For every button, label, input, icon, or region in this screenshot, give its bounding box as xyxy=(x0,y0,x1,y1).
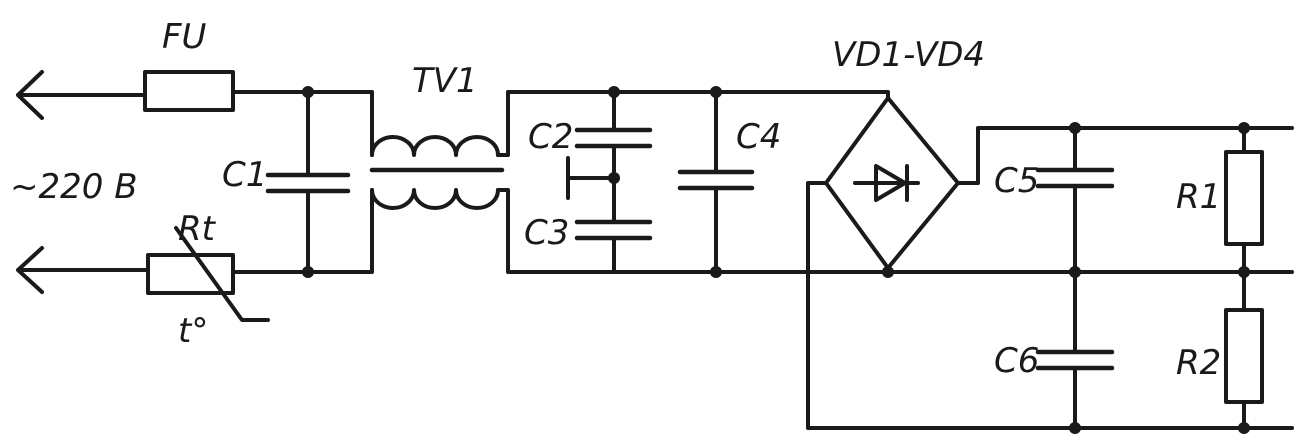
input-arrow-top xyxy=(16,70,147,120)
label-r1: R1 xyxy=(1176,177,1221,217)
label-rt: Rt xyxy=(178,209,217,249)
resistor-r1 xyxy=(1224,126,1264,312)
wire-secondary-top xyxy=(496,90,890,157)
label-temp: t° xyxy=(178,311,208,351)
wire-primary-bottom xyxy=(306,188,374,274)
thermistor-rt xyxy=(146,226,310,322)
fuse-fu xyxy=(143,70,310,112)
label-c3: C3 xyxy=(524,213,569,253)
label-c4: C4 xyxy=(736,117,781,157)
label-c5: C5 xyxy=(994,161,1039,201)
wire-primary-top xyxy=(306,90,374,157)
capacitor-c2 xyxy=(574,90,653,224)
capacitor-c3 xyxy=(574,219,653,274)
label-c2: C2 xyxy=(528,117,573,157)
ground-tap xyxy=(566,156,616,200)
label-voltage: ~220 B xyxy=(10,167,138,207)
resistor-r2 xyxy=(1224,308,1264,430)
input-arrow-bottom xyxy=(16,246,150,294)
wire-bridge-plus xyxy=(956,126,1294,185)
label-c6: C6 xyxy=(994,341,1039,381)
label-c1: C1 xyxy=(222,155,267,195)
label-fu: FU xyxy=(162,17,207,57)
transformer-tv1 xyxy=(369,135,505,210)
capacitor-c5 xyxy=(1035,126,1115,274)
label-r2: R2 xyxy=(1176,343,1221,383)
junction-dots xyxy=(302,86,1250,434)
wire-secondary-bottom xyxy=(496,188,890,274)
capacitor-c4 xyxy=(677,90,755,274)
capacitor-c6 xyxy=(1035,270,1115,430)
label-tv1: TV1 xyxy=(412,61,478,101)
label-vd1-vd4: VD1-VD4 xyxy=(832,35,985,75)
diode-bridge-vd1-vd4 xyxy=(824,96,960,270)
capacitor-c1 xyxy=(265,90,351,274)
wire-bridge-minus xyxy=(806,181,1250,430)
